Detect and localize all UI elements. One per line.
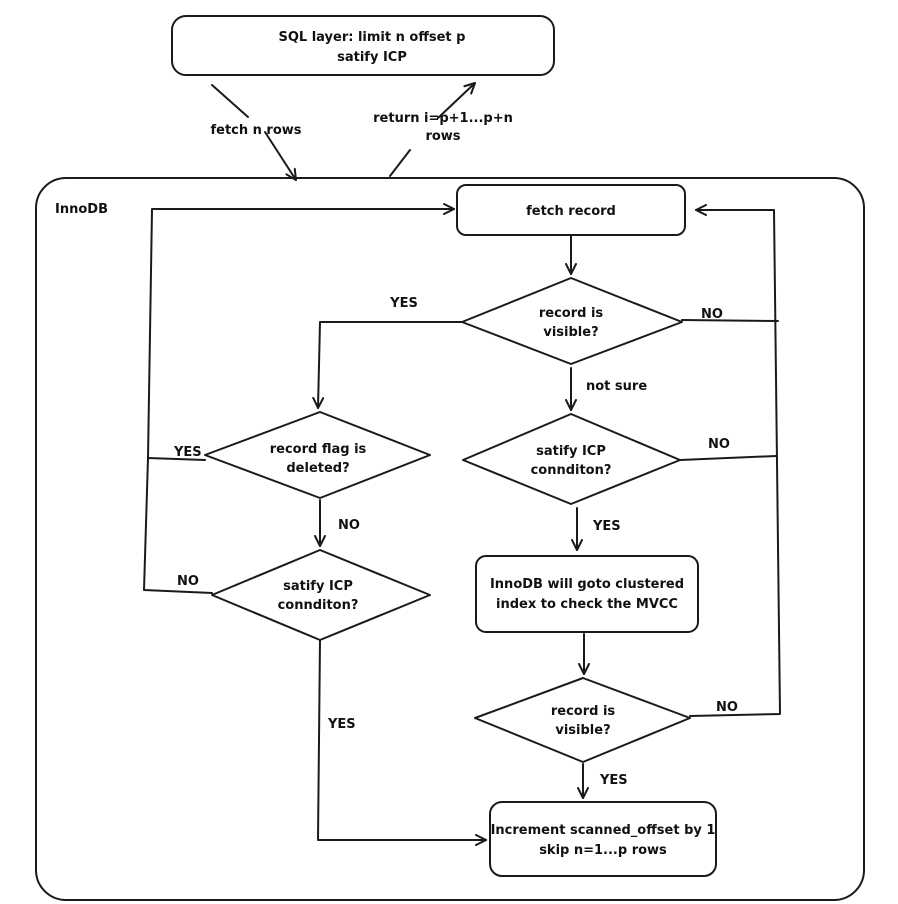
sql-layer-line1: SQL layer: limit n offset p	[279, 30, 466, 45]
increment-line1: Increment scanned_offset by 1	[491, 823, 716, 838]
return-rows-edge	[389, 83, 475, 177]
icp-right-yes-label: YES	[592, 519, 621, 534]
deleted-yes-loop-arrow	[147, 203, 455, 461]
icp-left-no-line	[143, 457, 213, 594]
visible1-yes-arrow	[312, 321, 463, 409]
deleted-yes-label: YES	[173, 445, 202, 460]
visible-check-2	[474, 677, 691, 763]
visible2-no-label: NO	[716, 700, 738, 715]
flag-deleted-check	[204, 411, 431, 499]
flag-deleted-line1: record flag is	[270, 442, 367, 457]
return-rows-label-line1: return i=p+1...p+n	[373, 111, 513, 126]
icp-left-yes-label: YES	[327, 717, 356, 732]
icp-left-yes-arrow	[317, 639, 487, 846]
return-rows-label-line2: rows	[425, 129, 460, 144]
clustered-index-box	[475, 555, 699, 633]
innodb-container	[35, 177, 865, 901]
visible2-no-loop-arrow	[689, 204, 781, 717]
visible1-no-line	[681, 319, 779, 322]
sql-layer-line2: satify ICP	[337, 50, 407, 65]
innodb-label: InnoDB	[55, 202, 108, 217]
not-sure-label: not sure	[586, 379, 647, 394]
visible-check-2-line1: record is	[551, 704, 616, 719]
clustered-line2: index to check the MVCC	[496, 597, 678, 612]
visible-check-1-line2: visible?	[543, 325, 598, 340]
deleted-no-label: NO	[338, 518, 360, 533]
fetch-n-rows-label: fetch n rows	[210, 123, 301, 138]
increment-box	[489, 801, 717, 877]
icp-right-no-label: NO	[708, 437, 730, 452]
visible1-yes-label: YES	[389, 296, 418, 311]
icp-left-line2: connditon?	[278, 598, 359, 613]
icp-right-no-line	[679, 455, 777, 461]
clustered-line1: InnoDB will goto clustered	[490, 577, 684, 592]
sql-layer-box	[171, 15, 555, 76]
icp-right-line2: connditon?	[531, 463, 612, 478]
visible-check-1	[461, 277, 683, 365]
icp-right-check	[462, 413, 681, 505]
visible-check-2-line2: visible?	[555, 723, 610, 738]
flag-deleted-line2: deleted?	[286, 461, 349, 476]
visible2-yes-label: YES	[599, 773, 628, 788]
visible1-no-label: NO	[701, 307, 723, 322]
increment-line2: skip n=1...p rows	[539, 843, 667, 858]
fetch-record-label: fetch record	[526, 204, 616, 219]
icp-right-line1: satify ICP	[536, 444, 606, 459]
fetch-n-rows-edge	[211, 84, 296, 180]
icp-left-line1: satify ICP	[283, 579, 353, 594]
icp-left-no-label: NO	[177, 574, 199, 589]
visible-check-1-line1: record is	[539, 306, 604, 321]
